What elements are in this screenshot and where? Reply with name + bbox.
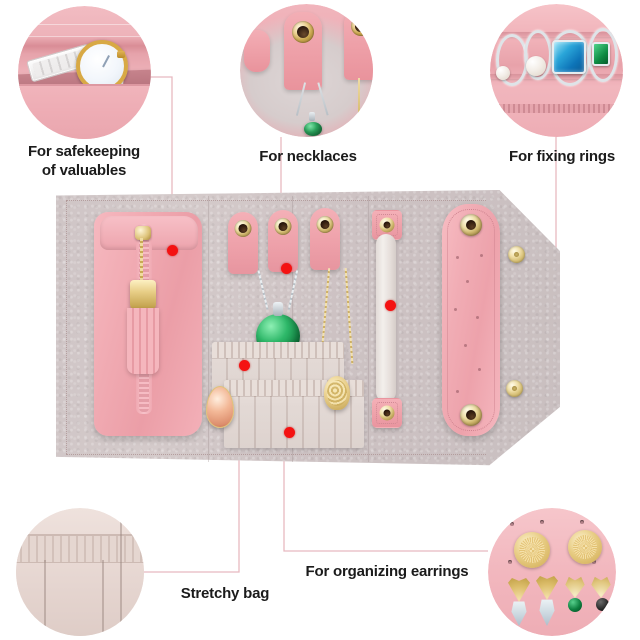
- zipper-teeth: [490, 104, 623, 113]
- perforation: [476, 316, 479, 319]
- necklace-chain: [317, 82, 329, 116]
- perforation: [456, 256, 459, 259]
- snap-button-icon: [379, 217, 395, 233]
- ring-holder-strap: [442, 204, 500, 436]
- stud-hole: [510, 522, 514, 526]
- ring-band: [588, 28, 618, 82]
- label-necklaces: For necklaces: [259, 148, 357, 165]
- gold-charm: [130, 280, 156, 310]
- marker-dot-necklaces: [281, 263, 292, 274]
- perforation: [478, 368, 481, 371]
- ring-groove: [490, 32, 623, 37]
- elastic-band: [16, 534, 144, 563]
- charm-chain: [140, 238, 143, 282]
- callout-photo-safekeeping: [18, 6, 151, 139]
- fan-drop-earring: [508, 578, 530, 602]
- necklace-tab: [244, 30, 270, 72]
- bag-body: [16, 556, 144, 636]
- dark-bead-drop: [596, 598, 609, 611]
- gold-disc-earring: [568, 530, 602, 564]
- snap-button-icon: [460, 404, 482, 426]
- necklace-tab-2: [268, 210, 298, 272]
- pearl-bead: [526, 56, 546, 76]
- callout-safekeeping: [18, 6, 151, 139]
- topaz-gem: [552, 40, 586, 74]
- crystal-drop: [511, 601, 527, 626]
- stud-hole: [580, 520, 584, 524]
- zipper-pull-icon: [135, 226, 151, 240]
- snap-button-icon: [292, 21, 314, 43]
- callout-stretchy-bag: [16, 508, 144, 636]
- seam-line: [22, 36, 147, 37]
- crystal-drop: [539, 599, 555, 626]
- watch-crown: [117, 51, 125, 58]
- callout-rings: [490, 4, 623, 137]
- jade-pendant: [304, 122, 322, 136]
- closure-snap-top: [508, 246, 525, 263]
- product-photo-jewelry-roll: [56, 190, 560, 468]
- callout-photo-earrings: [488, 508, 616, 636]
- snap-button-icon: [274, 218, 292, 235]
- strap-tab-bottom: [372, 398, 402, 428]
- gold-disc-earring: [514, 532, 550, 568]
- callout-photo-necklaces: [240, 4, 373, 137]
- perforation: [480, 254, 483, 257]
- fan-drop-earring: [536, 576, 558, 600]
- peach-crystal-pendant: [206, 386, 234, 428]
- elastic-gather: [212, 342, 344, 359]
- bag-fold: [120, 512, 122, 636]
- zipper-pouch: [94, 212, 202, 436]
- perforation: [466, 280, 469, 283]
- leather-tassel: [127, 308, 159, 374]
- closure-snap-bottom: [506, 380, 523, 397]
- bag-fold: [102, 560, 104, 636]
- stud-hole: [592, 560, 596, 564]
- stitch-left: [66, 200, 67, 454]
- stitch-bottom: [66, 454, 486, 455]
- label-earrings: For organizing earrings: [305, 563, 469, 580]
- necklace-tab-3: [310, 208, 340, 270]
- callout-earrings: [488, 508, 616, 636]
- panel-divider: [368, 196, 369, 462]
- stud-hole: [508, 560, 512, 564]
- necklace-tab-1: [228, 212, 258, 274]
- pendant-bail: [309, 112, 315, 121]
- emerald-gem: [592, 42, 610, 66]
- marker-dot-earrings: [284, 427, 295, 438]
- callout-photo-stretchy-bag: [16, 508, 144, 636]
- marker-dot-safekeeping: [167, 245, 178, 256]
- snap-button-icon: [234, 220, 252, 237]
- perforation: [456, 390, 459, 393]
- marker-dot-rings: [385, 300, 396, 311]
- leaf-earring: [565, 576, 585, 598]
- stitch-top: [66, 200, 486, 201]
- perforation: [454, 308, 457, 311]
- gold-cluster-pendant: [324, 376, 350, 410]
- panel-divider: [208, 196, 209, 462]
- strap-tab-top: [372, 210, 402, 240]
- label-rings: For fixing rings: [509, 148, 615, 165]
- label-stretchy-bag: Stretchy bag: [180, 585, 270, 602]
- necklace-tab: [284, 12, 322, 90]
- snap-button-icon: [316, 216, 334, 233]
- callout-photo-rings: [490, 4, 623, 137]
- snap-button-icon: [351, 16, 371, 36]
- necklace-tab: [344, 8, 373, 80]
- marker-dot-stretchy-bag: [239, 360, 250, 371]
- leaf-earring: [591, 576, 611, 598]
- bag-fold: [44, 560, 46, 636]
- bracelet-strap: [376, 234, 396, 402]
- callout-necklaces: [240, 4, 373, 137]
- pocket-front: [18, 84, 151, 139]
- pearl-bead: [496, 66, 510, 80]
- snap-button-icon: [379, 405, 395, 421]
- stud-hole: [540, 520, 544, 524]
- snap-button-icon: [460, 214, 482, 236]
- seam-line: [24, 24, 145, 25]
- perforation: [464, 344, 467, 347]
- green-bead-drop: [568, 598, 582, 612]
- necklace-chain-gold: [358, 78, 360, 134]
- label-safekeeping: For safekeeping of valuables: [27, 143, 141, 179]
